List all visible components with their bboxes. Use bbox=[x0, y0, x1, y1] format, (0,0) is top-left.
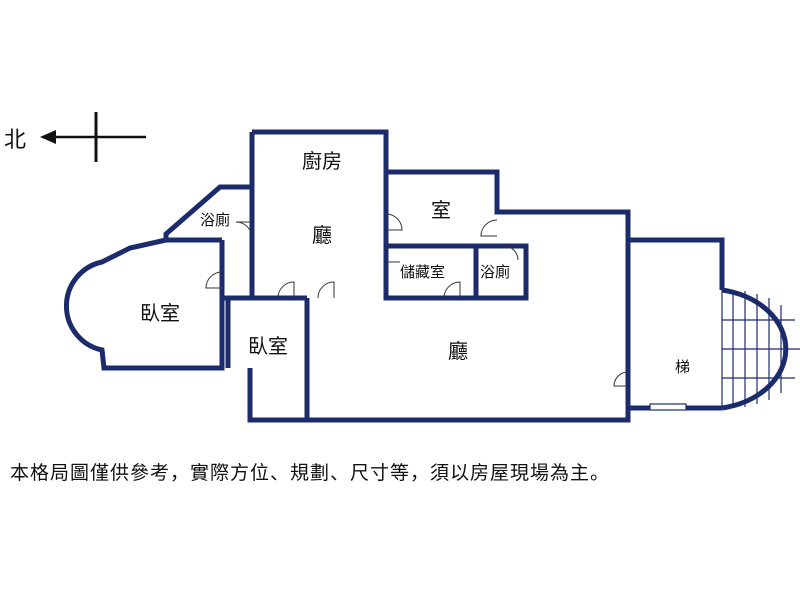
walls bbox=[63, 129, 789, 423]
room-label-room: 室 bbox=[431, 198, 451, 222]
room-label-bedroom-left: 臥室 bbox=[140, 301, 180, 325]
room-label-living-upper: 廳 bbox=[312, 223, 332, 247]
room-label-bedroom-mid: 臥室 bbox=[248, 334, 288, 358]
north-compass: 北 bbox=[4, 112, 146, 162]
arrow-icon bbox=[40, 130, 56, 144]
room-label-bath-left: 浴廁 bbox=[200, 211, 230, 229]
doors bbox=[205, 213, 629, 387]
room-label-storage: 儲藏室 bbox=[400, 263, 445, 281]
room-label-kitchen: 廚房 bbox=[302, 149, 342, 173]
room-label-bath-right: 浴廁 bbox=[480, 263, 510, 281]
stair-treads bbox=[649, 290, 800, 411]
north-label: 北 bbox=[4, 128, 26, 153]
room-label-living-main: 廳 bbox=[448, 339, 468, 363]
window bbox=[649, 403, 687, 411]
disclaimer-text: 本格局圖僅供參考，實際方位、規劃、尺寸等，須以房屋現場為主。 bbox=[10, 462, 611, 484]
room-label-stairs: 梯 bbox=[675, 358, 690, 376]
